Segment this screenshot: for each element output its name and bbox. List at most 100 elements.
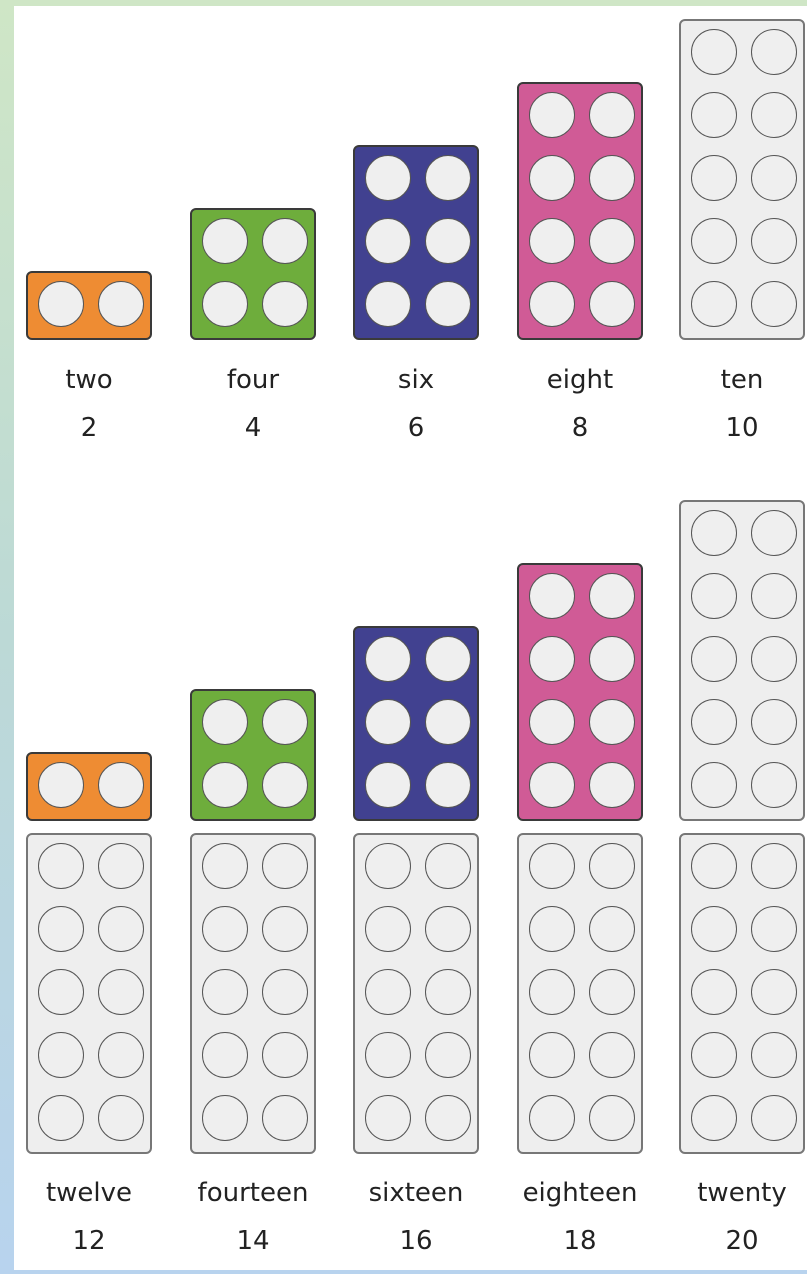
- number-word-label: sixteen: [351, 1178, 481, 1208]
- peg-hole: [38, 969, 84, 1015]
- peg-hole: [751, 510, 797, 556]
- rod-ten-twenty-0: [679, 833, 805, 1154]
- peg-hole: [202, 843, 248, 889]
- peg-hole: [691, 29, 737, 75]
- peg-hole: [691, 155, 737, 201]
- peg-hole: [691, 510, 737, 556]
- peg-hole: [202, 1095, 248, 1141]
- numeral-label: 4: [188, 413, 318, 443]
- peg-hole: [202, 762, 248, 808]
- peg-hole: [365, 1095, 411, 1141]
- peg-hole: [529, 92, 575, 138]
- number-word-label: eighteen: [515, 1178, 645, 1208]
- rod-ten-sixteen-0: [353, 833, 479, 1154]
- peg-hole: [98, 1032, 144, 1078]
- peg-hole: [425, 636, 471, 682]
- numeral-label: 18: [515, 1226, 645, 1256]
- peg-hole: [589, 762, 635, 808]
- peg-hole: [38, 906, 84, 952]
- number-word-label: six: [351, 365, 481, 395]
- peg-hole: [365, 699, 411, 745]
- peg-hole: [98, 281, 144, 327]
- peg-hole: [38, 1095, 84, 1141]
- peg-hole: [529, 636, 575, 682]
- peg-hole: [589, 1032, 635, 1078]
- number-word-label: twelve: [24, 1178, 154, 1208]
- peg-hole: [365, 281, 411, 327]
- peg-hole: [529, 1095, 575, 1141]
- peg-hole: [425, 1095, 471, 1141]
- peg-hole: [98, 969, 144, 1015]
- peg-hole: [751, 29, 797, 75]
- peg-hole: [589, 155, 635, 201]
- peg-hole: [589, 573, 635, 619]
- peg-hole: [589, 699, 635, 745]
- peg-hole: [529, 699, 575, 745]
- numeral-label: 6: [351, 413, 481, 443]
- peg-hole: [425, 155, 471, 201]
- peg-hole: [751, 636, 797, 682]
- rod-six-sixteen-1: [353, 626, 479, 821]
- peg-hole: [425, 281, 471, 327]
- rod-four-fourteen-1: [190, 689, 316, 821]
- rod-ten-fourteen-0: [190, 833, 316, 1154]
- number-word-label: four: [188, 365, 318, 395]
- peg-hole: [691, 573, 737, 619]
- peg-hole: [425, 969, 471, 1015]
- peg-hole: [589, 906, 635, 952]
- peg-hole: [262, 1095, 308, 1141]
- peg-hole: [202, 969, 248, 1015]
- peg-hole: [691, 762, 737, 808]
- peg-hole: [691, 92, 737, 138]
- peg-hole: [751, 155, 797, 201]
- peg-hole: [365, 969, 411, 1015]
- peg-hole: [589, 218, 635, 264]
- number-word-label: fourteen: [188, 1178, 318, 1208]
- peg-hole: [691, 1032, 737, 1078]
- peg-hole: [751, 969, 797, 1015]
- peg-hole: [751, 843, 797, 889]
- peg-hole: [691, 969, 737, 1015]
- peg-hole: [529, 155, 575, 201]
- peg-hole: [589, 92, 635, 138]
- peg-hole: [365, 906, 411, 952]
- numeral-label: 20: [677, 1226, 807, 1256]
- peg-hole: [98, 1095, 144, 1141]
- peg-hole: [262, 906, 308, 952]
- peg-hole: [38, 762, 84, 808]
- peg-hole: [425, 1032, 471, 1078]
- peg-hole: [751, 699, 797, 745]
- peg-hole: [751, 906, 797, 952]
- numeral-label: 10: [677, 413, 807, 443]
- peg-hole: [751, 218, 797, 264]
- peg-hole: [365, 762, 411, 808]
- peg-hole: [425, 699, 471, 745]
- peg-hole: [691, 636, 737, 682]
- peg-hole: [751, 1095, 797, 1141]
- rod-four-four-0: [190, 208, 316, 340]
- peg-hole: [262, 281, 308, 327]
- numeral-label: 16: [351, 1226, 481, 1256]
- peg-hole: [425, 906, 471, 952]
- peg-hole: [589, 969, 635, 1015]
- peg-hole: [691, 218, 737, 264]
- peg-hole: [691, 1095, 737, 1141]
- peg-hole: [262, 218, 308, 264]
- rod-two-twelve-1: [26, 752, 152, 821]
- rod-two-two-0: [26, 271, 152, 340]
- peg-hole: [529, 281, 575, 327]
- number-word-label: two: [24, 365, 154, 395]
- peg-hole: [365, 155, 411, 201]
- peg-hole: [751, 281, 797, 327]
- peg-hole: [425, 218, 471, 264]
- peg-hole: [751, 762, 797, 808]
- peg-hole: [38, 843, 84, 889]
- peg-hole: [365, 843, 411, 889]
- peg-hole: [529, 573, 575, 619]
- peg-hole: [202, 1032, 248, 1078]
- peg-hole: [529, 1032, 575, 1078]
- peg-hole: [98, 762, 144, 808]
- number-word-label: twenty: [677, 1178, 807, 1208]
- peg-hole: [262, 1032, 308, 1078]
